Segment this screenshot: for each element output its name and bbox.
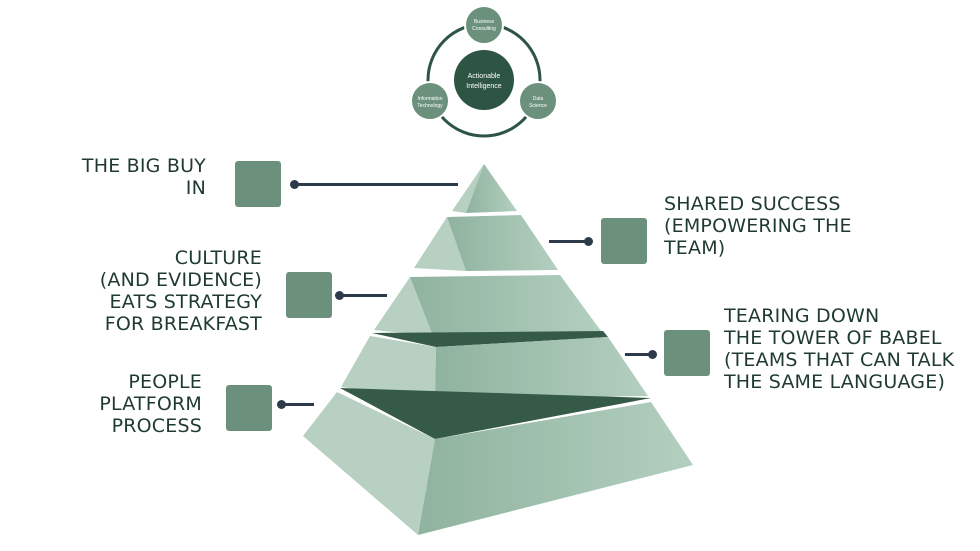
cycle-node-business-consulting (464, 5, 504, 45)
label-culture: CULTURE (AND EVIDENCE) EATS STRATEGY FOR… (99, 247, 262, 335)
connector-dot-big-buy-in (290, 180, 299, 189)
cycle-center-line1: Actionable (468, 73, 501, 80)
label-people-platform-process: PEOPLE PLATFORM PROCESS (99, 371, 202, 437)
pyramid-tier-1 (452, 164, 517, 213)
cycle-node-left-line2: Technology (417, 103, 443, 109)
pyramid-tier-3 (374, 275, 601, 336)
marker-shared-success (601, 218, 647, 264)
cycle-center-node (454, 50, 514, 110)
marker-tearing-down (664, 330, 710, 376)
cycle-node-left-line1: Information (417, 96, 442, 102)
connector-dot-tearing-down (648, 350, 657, 359)
marker-big-buy-in (235, 161, 281, 207)
marker-culture (286, 272, 332, 318)
cycle-node-top-line2: Consulting (472, 26, 496, 32)
pyramid-tier-5 (303, 388, 693, 535)
pyramid (303, 164, 693, 535)
cycle-node-information-technology (410, 81, 450, 121)
label-shared-success: SHARED SUCCESS (EMPOWERING THE TEAM) (664, 193, 852, 259)
cycle-center-line2: Intelligence (466, 83, 502, 90)
cycle-node-top-line1: Business (474, 19, 495, 25)
marker-people (226, 385, 272, 431)
cycle-node-data-science (518, 81, 558, 121)
cycle-diagram: Actionable Intelligence Business Consult… (410, 5, 558, 138)
pyramid-tier-4 (341, 331, 648, 399)
connector-line-culture (340, 294, 387, 297)
connector-dot-culture (335, 291, 344, 300)
connector-dot-shared-success (584, 237, 593, 246)
connector-line-big-buy-in (295, 183, 458, 186)
connector-line-tearing-down (625, 353, 652, 356)
label-tearing-down: TEARING DOWN THE TOWER OF BABEL (TEAMS T… (724, 305, 955, 393)
label-big-buy-in: THE BIG BUY IN (81, 155, 206, 199)
cycle-node-right-line1: Data (533, 96, 544, 102)
connector-line-shared-success (549, 240, 589, 243)
cycle-node-right-line2: Science (529, 103, 547, 109)
connector-line-people (282, 403, 314, 406)
connector-dot-people (277, 400, 286, 409)
pyramid-tier-2 (414, 215, 558, 271)
